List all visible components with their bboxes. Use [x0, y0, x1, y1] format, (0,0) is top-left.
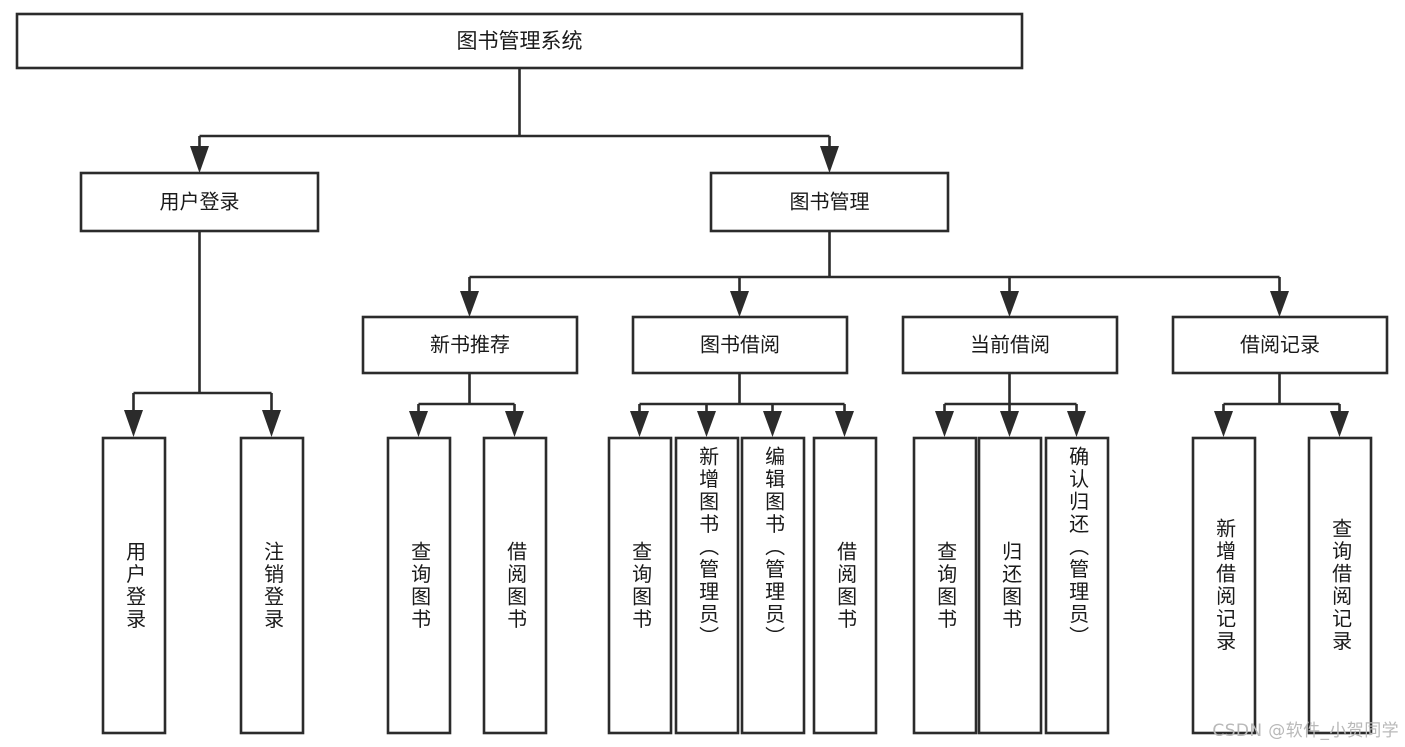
connector-user-login-to-leaves: [132, 231, 273, 412]
arrowhead-to-book-borrow: [730, 291, 749, 317]
arrowhead-to-leaf-add-book-admin: [697, 411, 716, 437]
connector-new-book-rec-to-leaves: [417, 373, 516, 414]
node-box-leaf-query-borrow-record[interactable]: [1307, 436, 1373, 735]
node-label-new-book-rec: 新书推荐: [430, 333, 510, 357]
node-box-leaf-user-login[interactable]: [101, 436, 167, 735]
arrowhead-to-leaf-confirm-return-admin: [1067, 411, 1086, 437]
csdn-watermark: CSDN @软件_小贺同学: [1212, 721, 1399, 741]
node-box-new-book-rec[interactable]: [361, 315, 579, 375]
node-box-current-borrow[interactable]: [901, 315, 1119, 375]
arrowhead-to-current-borrow: [1000, 291, 1019, 317]
connectors-layer: [124, 68, 1349, 437]
node-box-book-manage[interactable]: [709, 171, 950, 233]
node-box-root[interactable]: [15, 12, 1024, 70]
connector-book-borrow-to-leaves: [638, 373, 846, 414]
node-box-leaf-confirm-return-admin[interactable]: [1044, 436, 1110, 735]
node-box-leaf-borrow-book-1[interactable]: [482, 436, 548, 735]
node-box-leaf-logout[interactable]: [239, 436, 305, 735]
arrowhead-to-new-book-rec: [460, 291, 479, 317]
connector-root-to-level1: [198, 68, 831, 160]
arrowhead-to-leaf-query-borrow-record: [1330, 411, 1349, 437]
arrowhead-to-leaf-user-login: [124, 410, 143, 437]
node-box-borrow-record[interactable]: [1171, 315, 1389, 375]
node-box-leaf-query-book-2[interactable]: [607, 436, 673, 735]
arrowhead-to-leaf-query-book-3: [935, 411, 954, 437]
arrowhead-to-leaf-query-book-2: [630, 411, 649, 437]
arrowhead-to-user-login: [190, 146, 209, 173]
node-box-leaf-add-book-admin[interactable]: [674, 436, 740, 735]
arrowhead-to-borrow-record: [1270, 291, 1289, 317]
nodes-layer: 图书管理系统 用户登录 图书管理 新书推荐 图书借阅 当前借阅 借阅记录: [15, 12, 1389, 735]
node-label-book-manage: 图书管理: [790, 190, 870, 214]
arrowhead-to-leaf-query-book-1: [409, 411, 428, 437]
connector-current-borrow-to-leaves: [943, 373, 1078, 414]
node-box-leaf-return-book[interactable]: [977, 436, 1043, 735]
node-box-leaf-edit-book-admin[interactable]: [740, 436, 806, 735]
arrowhead-to-leaf-logout: [262, 410, 281, 437]
node-box-leaf-borrow-book-2[interactable]: [812, 436, 878, 735]
node-box-user-login[interactable]: [79, 171, 320, 233]
node-label-borrow-record: 借阅记录: [1240, 333, 1320, 357]
node-label-root: 图书管理系统: [457, 29, 583, 53]
arrowhead-to-leaf-borrow-book-2: [835, 411, 854, 437]
node-label-user-login: 用户登录: [160, 190, 240, 214]
arrowhead-to-leaf-borrow-book-1: [505, 411, 524, 437]
arrowhead-to-leaf-return-book: [1000, 411, 1019, 437]
node-label-current-borrow: 当前借阅: [970, 333, 1050, 357]
connector-book-manage-to-level2: [468, 231, 1281, 296]
arrowhead-to-leaf-add-borrow-record: [1214, 411, 1233, 437]
node-box-leaf-add-borrow-record[interactable]: [1191, 436, 1257, 735]
node-box-book-borrow[interactable]: [631, 315, 849, 375]
node-box-leaf-query-book-3[interactable]: [912, 436, 978, 735]
arrowhead-to-leaf-edit-book-admin: [763, 411, 782, 437]
arrowhead-to-book-manage: [820, 146, 839, 173]
connector-borrow-record-to-leaves: [1222, 373, 1341, 414]
node-box-leaf-query-book-1[interactable]: [386, 436, 452, 735]
node-label-book-borrow: 图书借阅: [700, 333, 780, 357]
